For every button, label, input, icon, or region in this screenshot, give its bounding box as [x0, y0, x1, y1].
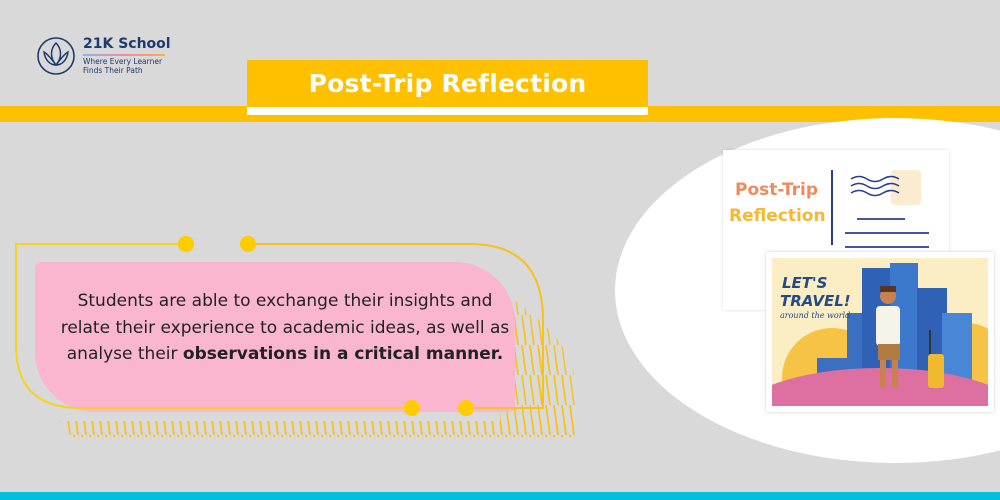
title-underline: [247, 107, 648, 115]
postcard-title-line-2: Reflection: [729, 206, 826, 226]
postcard-title-line-1: Post-Trip: [735, 180, 819, 200]
logo-tagline: Where Every Learner Finds Their Path: [83, 57, 162, 75]
tagline-line-1: Where Every Learner: [83, 57, 163, 66]
logo-title: 21K School: [83, 36, 171, 52]
tagline-line-2: Finds Their Path: [83, 66, 143, 75]
postcard-lines-stamp: [831, 170, 929, 248]
logo-underline: [83, 54, 165, 56]
lotus-icon: [36, 36, 76, 76]
logo: 21K School Where Every Learner Finds The…: [36, 36, 186, 80]
reflection-text: Students are able to exchange their insi…: [55, 288, 515, 368]
reflection-text-plain: Students are able to exchange their insi…: [60, 291, 510, 364]
travel-illustration: LET'S TRAVEL! around the world: [772, 258, 988, 406]
travel-text-2: TRAVEL!: [780, 292, 851, 310]
travel-text-3: around the world: [780, 311, 850, 320]
title-banner: Post-Trip Reflection: [247, 60, 648, 107]
page-title: Post-Trip Reflection: [308, 69, 587, 98]
bottom-cyan-bar: [0, 492, 1000, 500]
reflection-text-bold: observations in a critical manner.: [182, 344, 504, 364]
travel-text-1: LET'S: [782, 274, 827, 292]
